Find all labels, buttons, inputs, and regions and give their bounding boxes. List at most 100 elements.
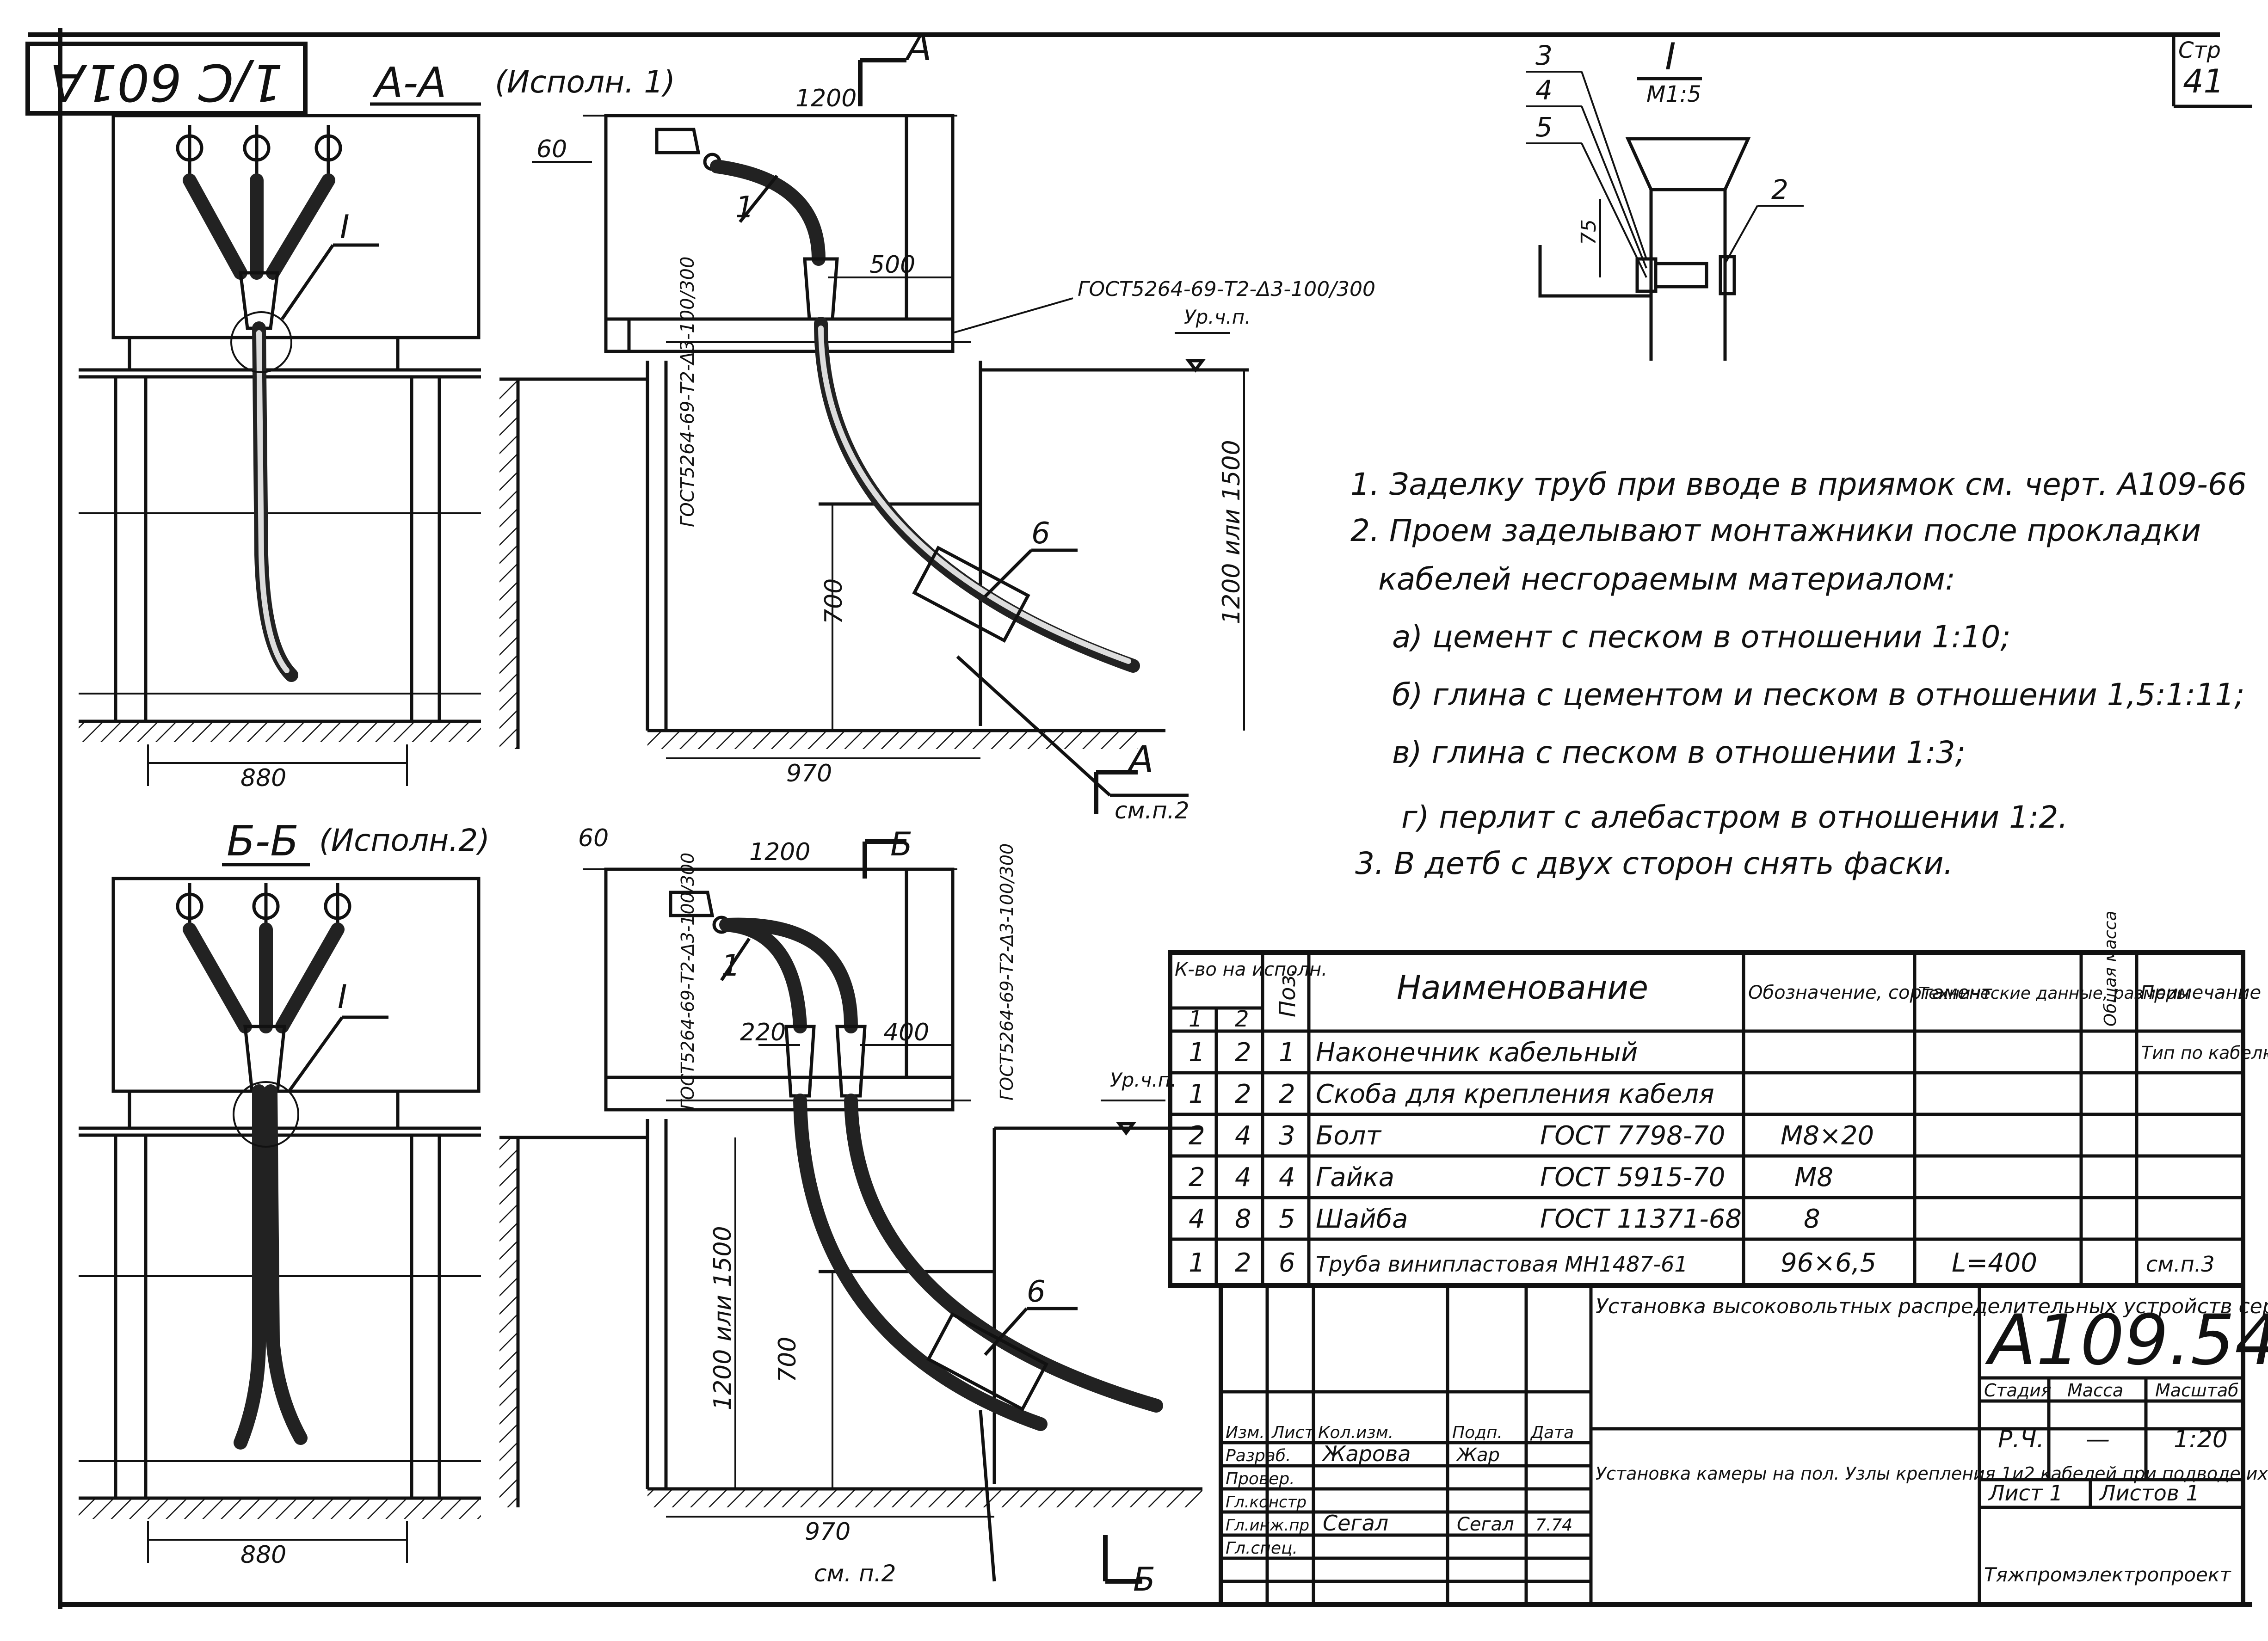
section-bb: Б-Б (Исполн.2) — [79, 817, 1202, 1598]
tb-col-list: Лист — [1271, 1423, 1314, 1442]
tb-role-prover: Провер. — [1226, 1469, 1295, 1488]
dim-60-aa: 60 — [536, 135, 567, 163]
aa-node-marker: I — [340, 208, 350, 246]
cut-mark-a-bottom: А — [1126, 738, 1154, 781]
tb-date-glinzh: 7.74 — [1535, 1516, 1572, 1535]
page-number-box: Стр 41 — [2178, 37, 2224, 100]
tb-role-razrab: Разраб. — [1226, 1446, 1291, 1465]
dim-880-bb: 880 — [240, 1541, 286, 1569]
cell-q1: 4 — [1189, 1204, 1205, 1234]
page-caption: Стр — [2178, 37, 2221, 63]
table-row: 2 4 3 Болт ГОСТ 7798-70 М8×20 — [1189, 1121, 1874, 1151]
dim-1200-aa: 1200 — [795, 85, 857, 112]
cell-name: Гайка — [1316, 1162, 1394, 1192]
tb-org: Тяжпромэлектропроект — [1984, 1563, 2231, 1586]
cell-note: см.п.3 — [2146, 1252, 2215, 1277]
note-line-2: 2. Проем заделывают монтажники после про… — [1350, 513, 2201, 548]
tb-drawing-title: Установка камеры на пол. Узлы крепления … — [1596, 1463, 2268, 1484]
cut-mark-b-bottom: Б — [1133, 1561, 1155, 1598]
bb-front-view: I 880 — [79, 877, 481, 1569]
section-bb-variant: (Исполн.2) — [319, 823, 490, 858]
detail-callout-3: 3 — [1535, 40, 1553, 71]
insulators-aa — [176, 125, 342, 180]
cell-q2: 2 — [1235, 1079, 1251, 1109]
title-block: Установка высоковольтных распределительн… — [1219, 1283, 2268, 1607]
page-number: 41 — [2183, 62, 2224, 100]
gost-bb-right: ГОСТ5264-69-Т2-Δ3-100/300 — [997, 843, 1017, 1100]
table-row: 1 2 6 Труба винипластовая МН1487-61 96×6… — [1189, 1248, 2215, 1278]
cell-name: Болт — [1316, 1121, 1381, 1151]
cell-q2: 4 — [1235, 1121, 1251, 1151]
aa-pos6: 6 — [1031, 516, 1050, 551]
cell-pos: 5 — [1279, 1204, 1295, 1234]
gost-bb-left: ГОСТ5264-69-Т2-Δ3-100/300 — [678, 853, 698, 1110]
tb-scale-hdr: Масштаб — [2155, 1380, 2239, 1401]
cell-note: Тип по кабелю — [2141, 1043, 2268, 1063]
hdr-mass: Общая масса — [2101, 911, 2120, 1026]
aa-front-view: I 880 — [79, 114, 481, 792]
cell-std: ГОСТ 11371-68 — [1540, 1204, 1742, 1234]
cell-name: Наконечник кабельный — [1316, 1038, 1638, 1068]
aa-pos1: 1 — [735, 191, 754, 225]
hdr-note: Примечание — [2140, 982, 2261, 1003]
cut-note-bb: см. п.2 — [814, 1560, 896, 1587]
tb-scale: 1:20 — [2174, 1426, 2228, 1453]
cell-q1: 2 — [1189, 1121, 1205, 1151]
dim-970-aa: 970 — [786, 760, 832, 787]
archive-stamp: 1/С 601А — [25, 42, 308, 116]
dim-970-bb: 970 — [805, 1518, 850, 1546]
tb-sign-razrab: Жар — [1455, 1444, 1500, 1466]
aa-side-view: 1 6 1200 60 500 970 700 1200 или 1500 ГО… — [499, 26, 1375, 824]
cell-name: Скоба для крепления кабеля — [1316, 1079, 1714, 1109]
gost-aa-vert: ГОСТ5264-69-Т2-Δ3-100/300 — [677, 257, 698, 527]
cell-name: Шайба — [1316, 1204, 1408, 1234]
dim-h1200-aa: 1200 или 1500 — [1218, 440, 1245, 624]
bb-node-marker: I — [338, 978, 347, 1016]
tb-stage-hdr: Стадия — [1984, 1380, 2052, 1401]
tb-role-glinzh: Гл.инж.пр — [1226, 1516, 1309, 1535]
tb-mass-hdr: Масса — [2067, 1380, 2123, 1401]
note-line-1: 1. Заделку труб при вводе в приямок см. … — [1350, 467, 2247, 502]
bb-side-view: 1 6 1200 60 220 400 970 700 1200 или 150… — [499, 824, 1202, 1598]
cut-mark-a-top: А — [904, 26, 932, 69]
tb-sheets: Листов 1 — [2099, 1481, 2200, 1506]
section-aa-label: А-А — [372, 59, 447, 107]
stamp-text: 1/С 601А — [50, 53, 283, 112]
tb-role-glkonstr: Гл.констр — [1226, 1493, 1307, 1512]
insulators-bb — [176, 883, 351, 929]
detail-I: I М1:5 3 4 5 2 75 — [1526, 35, 1804, 361]
cell-pos: 4 — [1279, 1162, 1295, 1192]
dim-700-bb: 700 — [774, 1337, 801, 1383]
section-aa-variant: (Исполн. 1) — [495, 64, 675, 100]
note-line-7: г) перлит с алебастром в отношении 1:2. — [1401, 799, 2068, 835]
detail-callout-2: 2 — [1771, 174, 1788, 205]
notes-block: 1. Заделку труб при вводе в приямок см. … — [1350, 467, 2247, 881]
table-row: 1 2 2 Скоба для крепления кабеля — [1189, 1079, 1714, 1109]
cell-std: ГОСТ 7798-70 — [1540, 1121, 1725, 1151]
cell-q1: 1 — [1189, 1079, 1205, 1109]
cell-pos: 3 — [1279, 1121, 1295, 1151]
level-mark-aa: Ур.ч.п. — [1184, 306, 1251, 328]
detail-callout-4: 4 — [1535, 74, 1553, 106]
tb-sign-glinzh: Сегал — [1457, 1514, 1514, 1535]
cell-size: 8 — [1804, 1204, 1820, 1234]
tb-code: А109.54 — [1985, 1300, 2268, 1381]
table-row: 2 4 4 Гайка ГОСТ 5915-70 М8 — [1189, 1162, 1833, 1192]
section-aa: А-А (Исполн. 1) — [79, 26, 1375, 824]
dim-700-aa: 700 — [820, 578, 848, 624]
tb-sheet: Лист 1 — [1988, 1481, 2063, 1506]
cell-q2: 2 — [1235, 1038, 1251, 1068]
detail-scale: М1:5 — [1646, 81, 1701, 107]
gost-aa-horiz: ГОСТ5264-69-Т2-Δ3-100/300 — [1078, 277, 1375, 301]
detail-dim-75: 75 — [1577, 219, 1601, 245]
table-row: 1 2 1 Наконечник кабельный Тип по кабелю — [1189, 1038, 2268, 1068]
cell-size: 96×6,5 — [1781, 1248, 1876, 1278]
table-row: 4 8 5 Шайба ГОСТ 11371-68 8 — [1189, 1204, 1820, 1234]
cell-pos: 6 — [1279, 1248, 1295, 1278]
cell-size: М8 — [1794, 1162, 1833, 1192]
hdr-designation: Обозначение, сортамент — [1748, 982, 1993, 1003]
cell-q1: 1 — [1189, 1038, 1205, 1068]
tb-name-glinzh: Сегал — [1323, 1511, 1388, 1536]
